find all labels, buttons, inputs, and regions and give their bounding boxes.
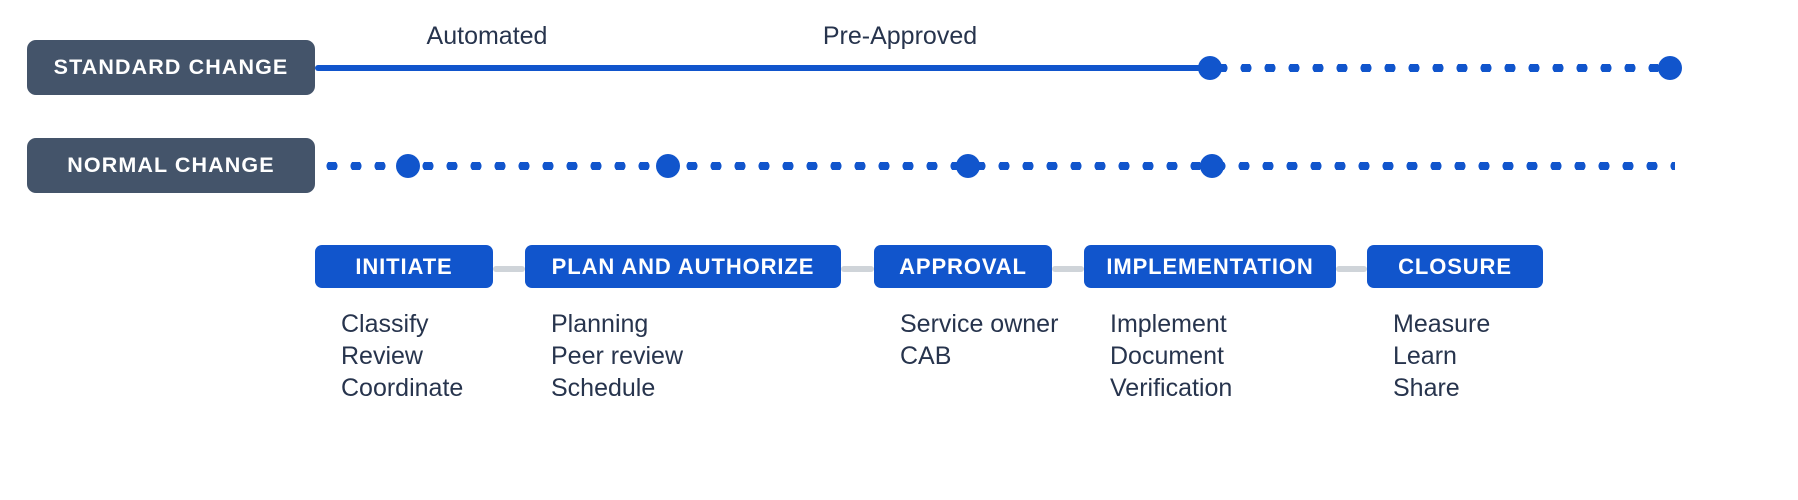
timeline-row-normal-change: NORMAL CHANGE — [0, 138, 1798, 198]
stage-list-item: CAB — [900, 342, 952, 370]
timeline-node-marker — [1658, 55, 1682, 80]
stage-list-item: Share — [1393, 374, 1460, 402]
stage-item-list: Implement Document Verification — [1084, 308, 1336, 404]
stage-item-list: Measure Learn Share — [1367, 308, 1543, 404]
timeline-dotted-segment — [320, 161, 1675, 170]
timeline-solid-segment — [315, 64, 1210, 71]
stage-title[interactable]: CLOSURE — [1367, 245, 1543, 288]
timeline-node-marker — [1200, 153, 1224, 178]
stage-connector — [493, 266, 525, 272]
stage-list-item: Implement — [1110, 310, 1227, 338]
timeline-row-standard-change: STANDARD CHANGE — [0, 40, 1798, 100]
stage-title[interactable]: PLAN AND AUTHORIZE — [525, 245, 841, 288]
timeline-node-marker — [656, 153, 680, 178]
timeline-annotation-automated: Automated — [426, 22, 548, 50]
timeline-node-marker — [956, 153, 980, 178]
stage-list-item: Schedule — [551, 374, 656, 402]
stage-item-list: Classify Review Coordinate — [315, 308, 493, 404]
timeline-label-normal-change: NORMAL CHANGE — [27, 138, 315, 193]
stage-title[interactable]: INITIATE — [315, 245, 493, 288]
stage-list-item: Learn — [1393, 342, 1457, 370]
stage-list-item: Measure — [1393, 310, 1491, 338]
stage-implementation[interactable]: IMPLEMENTATION Implement Document Verifi… — [1084, 245, 1336, 404]
timeline-label-standard-change: STANDARD CHANGE — [27, 40, 315, 95]
timeline-node-marker — [1198, 55, 1222, 80]
stage-list-item: Classify — [341, 310, 429, 338]
stage-item-list: Planning Peer review Schedule — [525, 308, 841, 404]
timeline-track-normal-change — [315, 138, 1798, 193]
stage-list-item: Planning — [551, 310, 649, 338]
stage-list-item: Coordinate — [341, 374, 464, 402]
stage-list-item: Verification — [1110, 374, 1233, 402]
stage-list-item: Review — [341, 342, 423, 370]
stage-title[interactable]: APPROVAL — [874, 245, 1052, 288]
stage-connector — [1052, 266, 1084, 272]
stage-approval[interactable]: APPROVAL Service owner CAB — [874, 245, 1059, 372]
stage-plan-and-authorize[interactable]: PLAN AND AUTHORIZE Planning Peer review … — [525, 245, 841, 404]
stage-list-item: Service owner — [900, 310, 1059, 338]
stage-connector — [841, 266, 874, 272]
stage-initiate[interactable]: INITIATE Classify Review Coordinate — [315, 245, 493, 404]
stage-list-item: Peer review — [551, 342, 683, 370]
stage-closure[interactable]: CLOSURE Measure Learn Share — [1367, 245, 1543, 404]
process-stages: INITIATE Classify Review Coordinate PLAN… — [0, 245, 1798, 500]
timeline-annotation-pre-approved: Pre-Approved — [822, 22, 978, 50]
timeline-track-standard-change — [315, 40, 1798, 95]
stage-title[interactable]: IMPLEMENTATION — [1084, 245, 1336, 288]
timeline-node-marker — [396, 153, 420, 178]
stage-list-item: Document — [1110, 342, 1224, 370]
timeline-dotted-segment — [1210, 63, 1670, 72]
stage-connector — [1336, 266, 1367, 272]
stage-item-list: Service owner CAB — [874, 308, 1059, 372]
